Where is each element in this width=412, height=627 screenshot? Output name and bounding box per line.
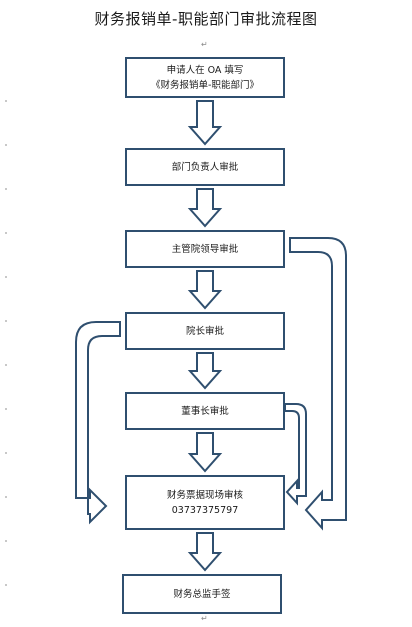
down-arrow — [187, 100, 223, 146]
margin-mark — [5, 144, 7, 146]
step-phone: 03737375797 — [171, 504, 239, 516]
margin-mark — [5, 452, 7, 454]
bypass-arrow-vp — [289, 237, 347, 531]
step-line: 董事长审批 — [181, 405, 229, 417]
margin-mark — [5, 100, 7, 102]
margin-mark — [5, 408, 7, 410]
margin-mark — [5, 364, 7, 366]
margin-mark — [5, 584, 7, 586]
bypass-arrow-chairman — [284, 403, 307, 506]
step-dept-head: 部门负责人审批 — [125, 148, 285, 186]
step-cfo-sign: 财务总监手签 — [122, 574, 282, 614]
paragraph-mark: ↵ — [201, 614, 208, 623]
step-vp: 主管院领导审批 — [125, 230, 285, 268]
down-arrow — [187, 270, 223, 310]
margin-mark — [5, 188, 7, 190]
down-arrow — [187, 532, 223, 572]
step-line: 申请人在 OA 填写 — [166, 64, 244, 76]
margin-mark — [5, 276, 7, 278]
step-apply-oa: 申请人在 OA 填写 《财务报销单-职能部门》 — [125, 57, 285, 98]
margin-mark — [5, 320, 7, 322]
down-arrow — [187, 432, 223, 473]
step-line: 《财务报销单-职能部门》 — [151, 79, 259, 91]
step-line: 主管院领导审批 — [171, 243, 239, 255]
step-line: 财务票据现场审核 — [166, 489, 243, 501]
step-line: 财务总监手签 — [173, 588, 231, 600]
step-finance-review: 财务票据现场审核 03737375797 — [125, 475, 285, 530]
step-president: 院长审批 — [125, 312, 285, 350]
down-arrow — [187, 352, 223, 390]
margin-mark — [5, 232, 7, 234]
step-chairman: 董事长审批 — [125, 392, 285, 430]
diagram-title: 财务报销单-职能部门审批流程图 — [94, 10, 318, 28]
margin-mark — [5, 496, 7, 498]
down-arrow — [187, 188, 223, 228]
step-line: 部门负责人审批 — [171, 161, 239, 173]
margin-mark — [5, 540, 7, 542]
bypass-arrow-president — [75, 321, 121, 525]
paragraph-mark: ↵ — [201, 40, 208, 49]
step-line: 院长审批 — [185, 325, 224, 337]
